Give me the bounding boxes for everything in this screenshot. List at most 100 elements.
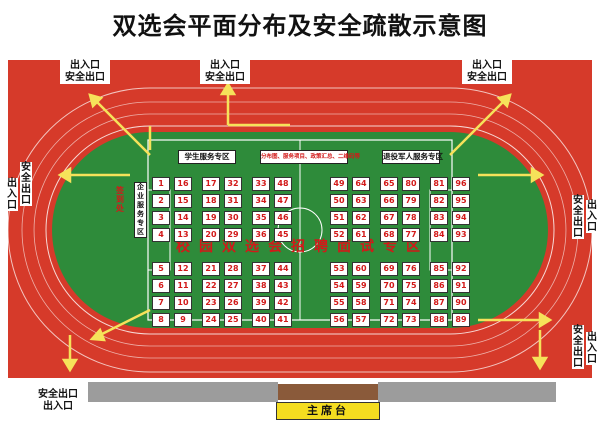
spectator-stand-left bbox=[88, 382, 278, 402]
safety-exit-text: 安全出口 bbox=[38, 389, 78, 400]
booth: 1 bbox=[152, 177, 170, 191]
booth: 4 bbox=[152, 228, 170, 242]
booth: 12 bbox=[174, 262, 192, 276]
entrance-text: 出入口 bbox=[70, 60, 100, 71]
booth: 96 bbox=[452, 177, 470, 191]
booth: 39 bbox=[252, 296, 270, 310]
track-lane-line bbox=[21, 101, 579, 359]
booth: 23 bbox=[202, 296, 220, 310]
booth: 80 bbox=[402, 177, 420, 191]
interview-zone-banner: 校园双选会招聘面试专区 bbox=[176, 239, 429, 255]
booth: 60 bbox=[352, 262, 370, 276]
booth: 61 bbox=[352, 228, 370, 242]
booth: 21 bbox=[202, 262, 220, 276]
booth: 89 bbox=[452, 313, 470, 327]
booth: 2 bbox=[152, 194, 170, 208]
booth: 82 bbox=[430, 194, 448, 208]
booth: 18 bbox=[202, 194, 220, 208]
booth: 35 bbox=[252, 211, 270, 225]
booth: 3 bbox=[152, 211, 170, 225]
booth: 32 bbox=[224, 177, 242, 191]
safety-exit-text: 安全出口 bbox=[65, 72, 105, 83]
booth: 11 bbox=[174, 279, 192, 293]
booth: 48 bbox=[274, 177, 292, 191]
booth: 46 bbox=[274, 211, 292, 225]
booth-column: 1 2 3 4 bbox=[152, 177, 170, 242]
booth: 84 bbox=[430, 228, 448, 242]
booth-column: 81 82 83 84 bbox=[430, 177, 448, 242]
booth: 52 bbox=[330, 228, 348, 242]
booth: 55 bbox=[330, 296, 348, 310]
booth: 45 bbox=[274, 228, 292, 242]
booth: 25 bbox=[224, 313, 242, 327]
booth: 28 bbox=[224, 262, 242, 276]
track-outer-line bbox=[7, 87, 593, 373]
booth: 36 bbox=[252, 228, 270, 242]
exit-label-left-entrance: 出入口 bbox=[6, 178, 18, 211]
booth: 16 bbox=[174, 177, 192, 191]
booth: 74 bbox=[402, 296, 420, 310]
booth: 57 bbox=[352, 313, 370, 327]
booth: 76 bbox=[402, 262, 420, 276]
booth: 33 bbox=[252, 177, 270, 191]
booth: 91 bbox=[452, 279, 470, 293]
booth: 13 bbox=[174, 228, 192, 242]
booth: 50 bbox=[330, 194, 348, 208]
booth: 44 bbox=[274, 262, 292, 276]
booth: 62 bbox=[352, 211, 370, 225]
booth: 86 bbox=[430, 279, 448, 293]
safety-exit-text: 安全出口 bbox=[205, 72, 245, 83]
booth: 95 bbox=[452, 194, 470, 208]
main-platform: 主席台 bbox=[276, 402, 380, 420]
booth: 17 bbox=[202, 177, 220, 191]
booth: 63 bbox=[352, 194, 370, 208]
booth: 70 bbox=[380, 279, 398, 293]
booth: 22 bbox=[202, 279, 220, 293]
booth: 67 bbox=[380, 211, 398, 225]
booth: 43 bbox=[274, 279, 292, 293]
booth-column: 21 22 23 24 bbox=[202, 262, 220, 327]
booth: 58 bbox=[352, 296, 370, 310]
booth: 27 bbox=[224, 279, 242, 293]
safety-exit-text: 安全出口 bbox=[467, 72, 507, 83]
booth: 15 bbox=[174, 194, 192, 208]
booth: 81 bbox=[430, 177, 448, 191]
booth: 90 bbox=[452, 296, 470, 310]
track-lane-line bbox=[33, 113, 567, 347]
booth: 83 bbox=[430, 211, 448, 225]
exit-label-top-right: 出入口 安全出口 bbox=[462, 60, 512, 84]
exit-label-bottom-left: 安全出口 出入口 bbox=[32, 389, 84, 413]
booth: 49 bbox=[330, 177, 348, 191]
booth-column: 48 47 46 45 bbox=[274, 177, 292, 242]
booth: 71 bbox=[380, 296, 398, 310]
exit-label-top-center: 出入口 安全出口 bbox=[200, 60, 250, 84]
booth: 7 bbox=[152, 296, 170, 310]
booth: 9 bbox=[174, 313, 192, 327]
evacuation-arrows bbox=[57, 81, 553, 373]
booth: 47 bbox=[274, 194, 292, 208]
booth: 14 bbox=[174, 211, 192, 225]
booth: 24 bbox=[202, 313, 220, 327]
booth: 41 bbox=[274, 313, 292, 327]
check-in-desk: 签到处 bbox=[116, 186, 124, 213]
booth: 53 bbox=[330, 262, 348, 276]
stand-center-band bbox=[278, 384, 378, 400]
booth: 66 bbox=[380, 194, 398, 208]
booth-column: 16 15 14 13 bbox=[174, 177, 192, 242]
spectator-stand-right bbox=[378, 382, 556, 402]
booth: 38 bbox=[252, 279, 270, 293]
booth: 73 bbox=[402, 313, 420, 327]
booth: 94 bbox=[452, 211, 470, 225]
booth: 78 bbox=[402, 211, 420, 225]
booth: 29 bbox=[224, 228, 242, 242]
booth: 87 bbox=[430, 296, 448, 310]
